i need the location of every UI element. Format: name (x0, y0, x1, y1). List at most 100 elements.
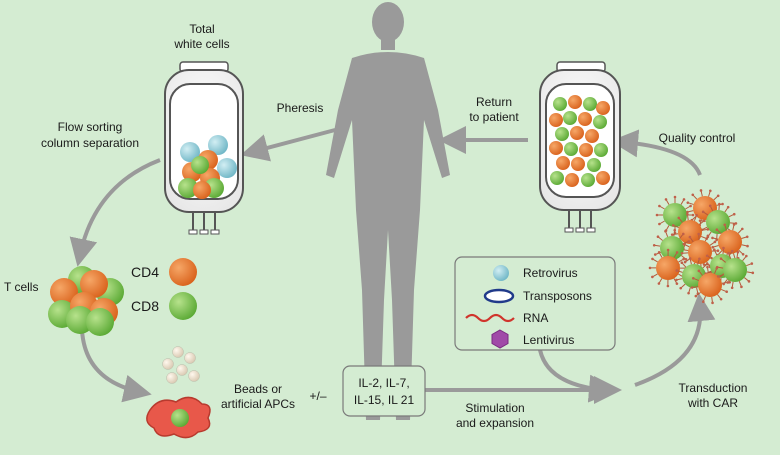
car-receptor-tip (679, 286, 683, 290)
car-receptor-tip (709, 189, 712, 193)
car-receptor-tip (658, 222, 661, 226)
car-t-cell (715, 250, 755, 290)
car-t-cell-cluster (549, 95, 610, 187)
car-receptor-tip (745, 254, 748, 258)
label-pheresis: Pheresis (277, 101, 324, 115)
car-receptor-tip (688, 235, 692, 239)
car-receptor-tip (702, 219, 706, 223)
label-il-line1: IL-2, IL-7, (358, 376, 409, 390)
car-receptor-tip (675, 282, 679, 285)
car-receptor-tip (715, 228, 719, 231)
car-receptor-tip (657, 251, 661, 254)
car-receptor-tip (732, 212, 736, 216)
car-receptor-tip (673, 195, 677, 199)
car-t-cell-body (688, 240, 712, 264)
label-cd4: CD4 (131, 264, 159, 280)
car-receptor-tip (682, 198, 686, 201)
car-receptor-tip (691, 193, 695, 197)
car-receptor-tip (691, 213, 695, 217)
car-receptor-tip (687, 291, 690, 295)
car-t-cell-body (718, 230, 742, 254)
car-receptor-tip (682, 242, 686, 246)
car-receptor-tip (708, 204, 712, 208)
car-receptor-tip (651, 257, 654, 261)
car-receptor-tip (688, 257, 692, 260)
car-receptor-tip (711, 245, 715, 249)
car-receptor-tip (728, 280, 731, 284)
car-receptor-tip (699, 189, 703, 192)
car-receptor-tip (670, 233, 674, 236)
car-receptor-tip (675, 269, 679, 272)
car-receptor-tip (671, 224, 675, 227)
car-receptor-tip (658, 204, 661, 208)
label-quality-control: Quality control (659, 131, 736, 145)
transduced-cell-cluster (648, 189, 755, 305)
label-t-cells: T cells (4, 280, 38, 294)
car-receptor-tip (726, 281, 730, 284)
cytokine-box (342, 365, 426, 417)
legend-arrow (538, 349, 617, 403)
car-receptor-tip (675, 251, 679, 254)
car-receptor-tip (716, 249, 720, 253)
car-receptor-tip (686, 212, 689, 216)
car-receptor-tip (656, 235, 660, 239)
car-receptor-tip (719, 297, 723, 301)
car-receptor-tip (651, 275, 654, 279)
t-cell-cluster (48, 266, 124, 336)
white-cell-bag (164, 61, 244, 235)
car-receptor-tip (747, 280, 751, 283)
car-receptor-tip (683, 260, 687, 264)
car-receptor-tip (722, 282, 725, 286)
legend-label-lentivirus: Lentivirus (523, 333, 574, 347)
retrovirus-icon (493, 265, 509, 281)
car-receptor-tip (716, 275, 720, 278)
cd8-swatch (169, 292, 197, 320)
car-receptor-tip (681, 232, 685, 236)
label-return-2: to patient (469, 110, 519, 124)
car-t-cell-body (656, 256, 680, 280)
car-t-cell-body (723, 258, 747, 282)
car-receptor-tip (722, 246, 725, 250)
car-receptor-tip (657, 282, 661, 285)
car-receptor-tip (655, 213, 659, 217)
label-total-white-cells-2: white cells (173, 37, 229, 51)
car-t-bag (539, 61, 621, 233)
car-receptor-tip (732, 223, 736, 226)
car-receptor-tip (745, 235, 749, 239)
car-receptor-tip (716, 194, 720, 198)
label-cd8: CD8 (131, 298, 159, 314)
car-receptor-tip (741, 227, 744, 231)
car-receptor-tip (730, 249, 734, 253)
car-receptor-tip (648, 266, 652, 270)
quality-control-arrow (610, 129, 702, 176)
car-receptor-tip (740, 285, 743, 289)
label-il-line2: IL-15, IL 21 (354, 393, 415, 407)
car-receptor-tip (695, 213, 698, 217)
car-receptor-tip (715, 265, 719, 269)
label-transduction-2: with CAR (687, 396, 738, 410)
flow-sorting-arrow (69, 158, 161, 267)
car-receptor-tip (686, 210, 689, 214)
human-silhouette (326, 2, 450, 420)
label-return-1: Return (476, 95, 512, 109)
car-receptor-tip (702, 263, 706, 266)
car-receptor-tip (727, 251, 730, 255)
pheresis-arrow (240, 128, 336, 162)
cd4-swatch (169, 258, 197, 286)
car-receptor-tip (713, 240, 717, 244)
car-receptor-tip (664, 198, 668, 201)
legend-label-rna: RNA (523, 311, 548, 325)
label-beads-1: Beads or (234, 382, 282, 396)
diagram-labels: Total white cells Pheresis Return to pat… (4, 22, 747, 430)
flow-arrows (69, 126, 716, 404)
car-receptor-tip (736, 250, 740, 254)
car-receptor-tip (723, 223, 727, 227)
label-beads-2: artificial APCs (221, 397, 295, 411)
bead-cluster (162, 346, 200, 384)
transduction-arrow (634, 293, 716, 387)
car-receptor-tip (713, 248, 716, 252)
car-receptor-tip (698, 219, 702, 222)
car-receptor-tip (706, 228, 710, 231)
